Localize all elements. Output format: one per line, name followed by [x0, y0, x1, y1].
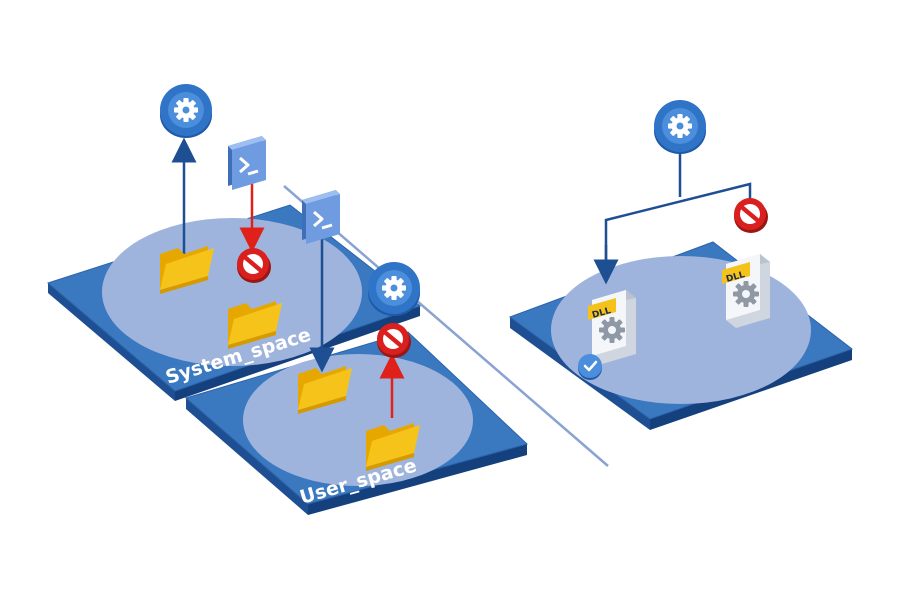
blocked-icon [734, 198, 768, 233]
dll-file-icon [722, 254, 770, 328]
terminal-icon [300, 188, 342, 246]
gear-icon [654, 100, 706, 154]
gear-icon [368, 262, 420, 316]
dll-zone [551, 256, 811, 404]
blocked-icon [377, 323, 411, 358]
user-space-zone [243, 354, 473, 486]
terminal-icon [226, 134, 268, 192]
service-connector [593, 150, 752, 285]
gear-icon [160, 84, 212, 138]
check-icon [578, 354, 602, 380]
dll-platform [508, 241, 854, 430]
dll-file-allowed: DLL [588, 290, 636, 364]
dll-file-icon [588, 290, 636, 364]
dll-file-blocked: DLL [722, 254, 770, 328]
